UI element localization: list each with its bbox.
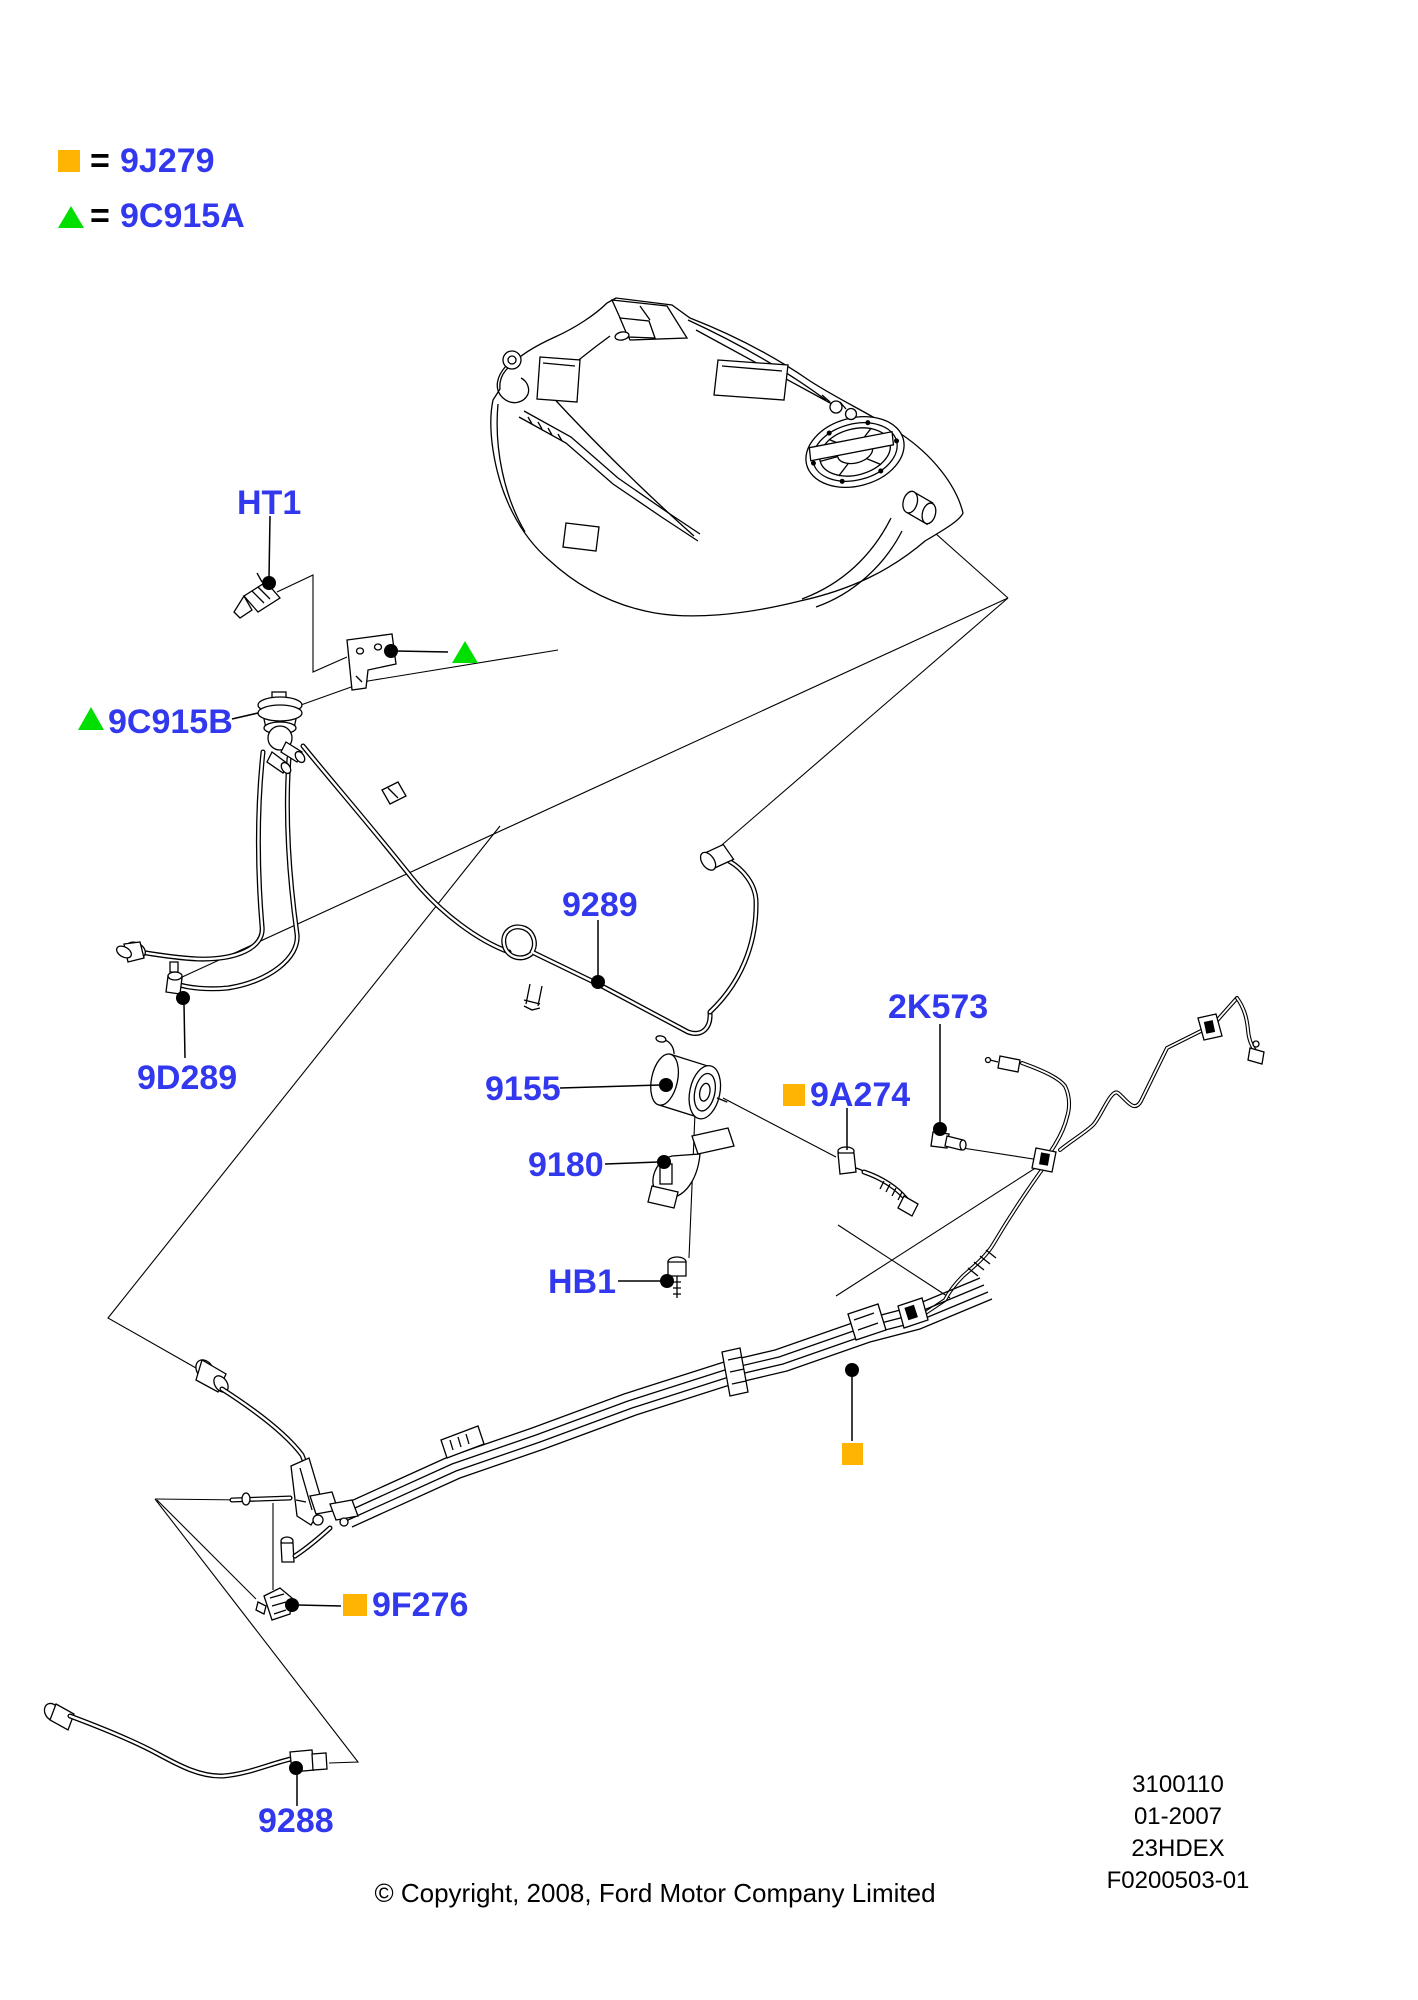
connector-cluster [295, 1491, 359, 1527]
hose-9288 [43, 1702, 328, 1776]
orange-square-marker-bundle [842, 1443, 863, 1465]
leader-dot [176, 991, 190, 1005]
valve-bracket [346, 633, 397, 691]
stamp-date: 01-2007 [1134, 1803, 1222, 1830]
part-labels: HT1 9C915B 9289 9D289 9155 9180 HB1 9A27… [108, 484, 988, 1840]
valve-9c915b [257, 691, 306, 775]
leader-dot [591, 975, 605, 989]
stamp-figure: F0200503-01 [1107, 1867, 1250, 1894]
label-9155[interactable]: 9155 [485, 1070, 561, 1108]
label-9d289[interactable]: 9D289 [137, 1059, 237, 1097]
stamp-number: 3100110 [1132, 1771, 1224, 1798]
markers [58, 150, 863, 1616]
legend-equals-1: = [90, 142, 110, 180]
label-9f276[interactable]: 9F276 [372, 1586, 468, 1624]
leader-dot [657, 1155, 671, 1169]
label-9288[interactable]: 9288 [258, 1802, 334, 1840]
label-9180[interactable]: 9180 [528, 1146, 604, 1184]
fuel-pump-ring [805, 416, 905, 488]
orange-square-marker-legend [58, 150, 80, 172]
leader-dot [289, 1761, 303, 1775]
vent-valve-assembly [115, 572, 509, 995]
label-9c915b[interactable]: 9C915B [108, 703, 233, 741]
stamp-code: 23HDEX [1131, 1835, 1224, 1862]
leader-dot [262, 576, 276, 590]
green-triangle-marker-bracket [452, 641, 478, 663]
leader-dots [176, 576, 947, 1775]
projection-lines [107, 467, 1049, 1764]
hose-end-connector [115, 941, 146, 963]
label-ht1[interactable]: HT1 [237, 484, 301, 522]
leader-dot [933, 1122, 947, 1136]
front-line-assembly [43, 1359, 359, 1776]
orange-square-marker-9a274 [783, 1084, 805, 1106]
pipe-connector [699, 843, 735, 871]
green-triangle-marker-9c915b [78, 707, 104, 730]
rear-fuel-pipes [919, 996, 1265, 1318]
leader-lines [183, 515, 941, 1806]
pipe-clip [1197, 1013, 1223, 1041]
tank-filler-pad [610, 299, 689, 341]
elbow-fitting [280, 1528, 330, 1563]
label-2k573[interactable]: 2K573 [888, 988, 988, 1026]
legend-code-9j279[interactable]: 9J279 [120, 142, 215, 180]
label-9a274[interactable]: 9A274 [810, 1076, 910, 1114]
green-triangle-marker-legend [58, 206, 84, 228]
document-stamp: 3100110 01-2007 23HDEX F0200503-01 [1107, 1771, 1250, 1894]
label-hb1[interactable]: HB1 [548, 1263, 616, 1301]
fuel-filter [650, 1035, 728, 1120]
leader-dot [659, 1078, 673, 1092]
legend: = 9J279 = 9C915A [90, 142, 245, 235]
legend-code-9c915a[interactable]: 9C915A [120, 197, 245, 235]
hb1-bolt [667, 1256, 687, 1298]
leader-dot [384, 644, 398, 658]
fuel-line-bundle [339, 1277, 993, 1528]
a274-connector [837, 1146, 919, 1217]
copyright-notice: © Copyright, 2008, Ford Motor Company Li… [374, 1878, 935, 1908]
k573-fitting [930, 1131, 967, 1151]
legend-equals-2: = [90, 197, 110, 235]
pipe-clip [1031, 1147, 1057, 1173]
leader-dot [660, 1274, 674, 1288]
tank-outlet-port [902, 490, 937, 526]
filter-assembly [504, 843, 756, 1298]
orange-square-marker-9f276 [343, 1594, 367, 1616]
leader-dot [845, 1363, 859, 1377]
f276-clip [255, 1587, 293, 1621]
leader-dot [285, 1598, 299, 1612]
fuel-tank-drawing [490, 297, 964, 617]
label-9289[interactable]: 9289 [562, 886, 638, 924]
hose-elbow-fitting [165, 961, 183, 995]
